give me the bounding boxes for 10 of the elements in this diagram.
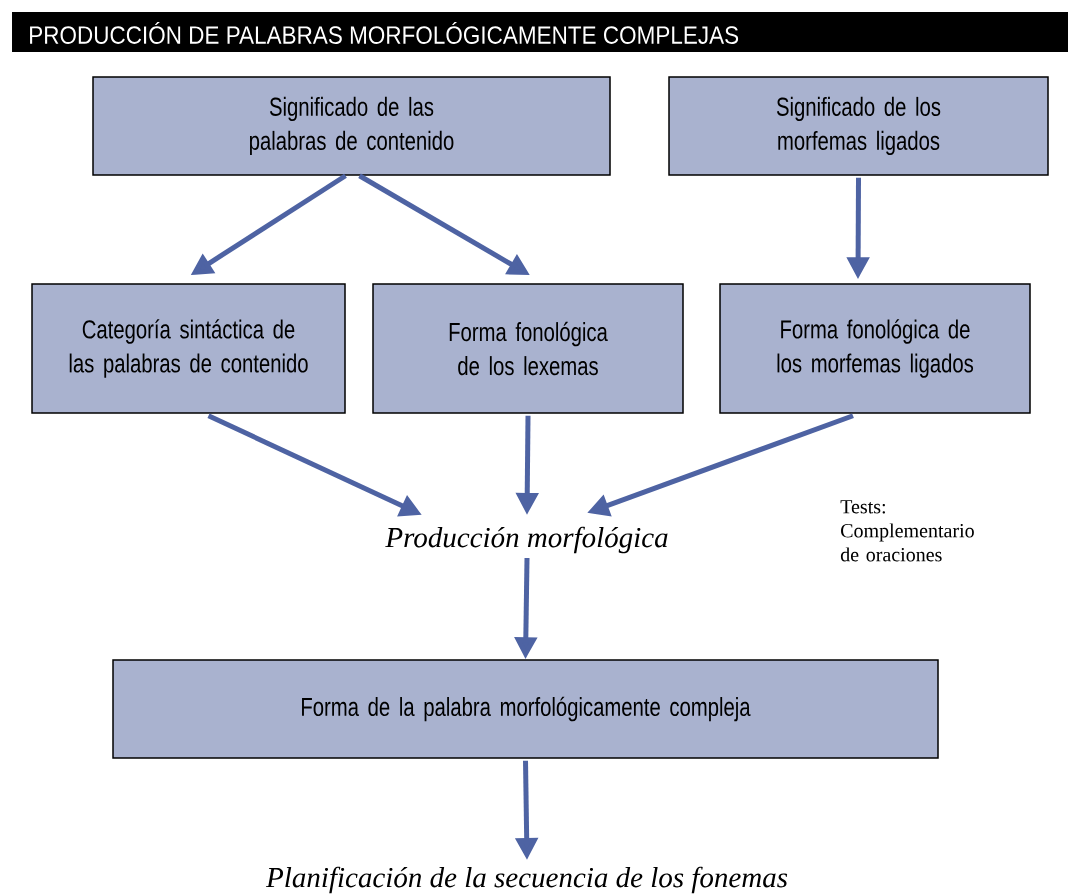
process-box: Significado de los morfemas ligados [668,76,1049,176]
stage-label: Producción morfológica [385,526,668,554]
note-text: Tests: Complementario de oraciones [840,500,974,562]
process-box: Significado de las palabras de contenido [92,76,611,176]
stage-label: Planificación de la secuencia de los fonemas [265,866,788,894]
process-box: Forma fonológica de los lexemas [372,283,684,414]
title-bar: PRODUCCIÓN DE PALABRAS MORFOLÓGICAMENTE COMPLEJAS [12,12,1068,52]
process-box: Forma de la palabra morfológicamente compleja [112,659,939,759]
process-box: Categoría sintáctica de las palabras de contenido [31,283,346,414]
process-box: Forma fonológica de los morfemas ligados [719,283,1031,414]
